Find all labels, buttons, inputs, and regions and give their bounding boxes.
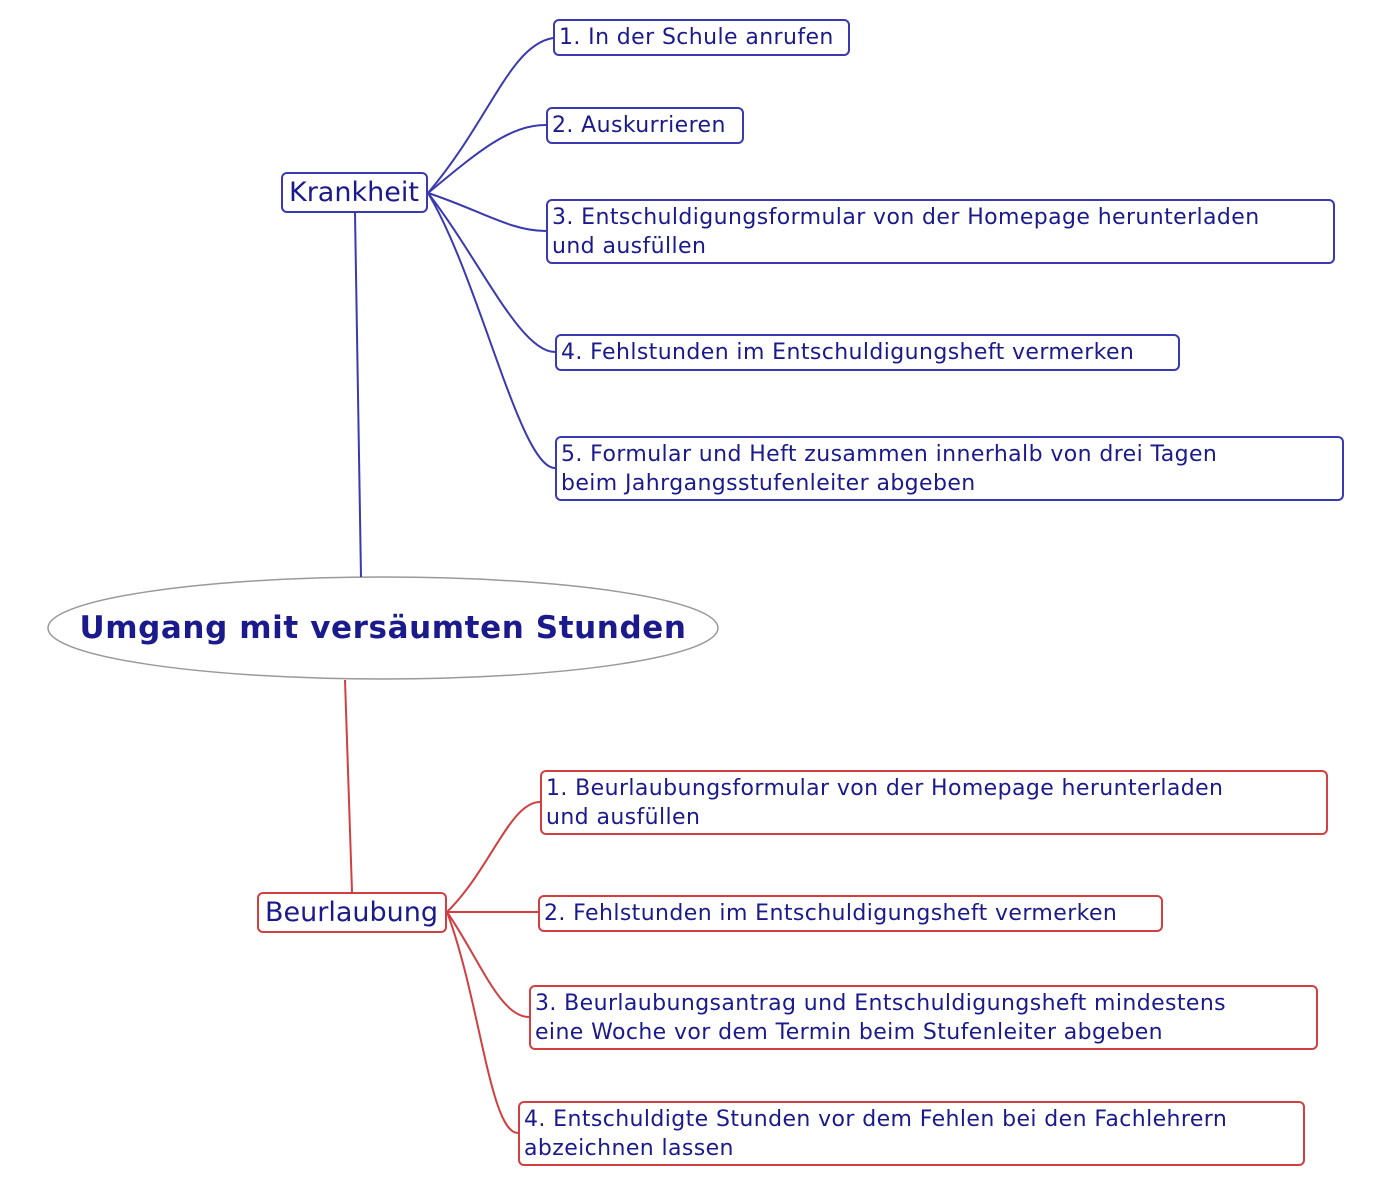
krankheit-item-1: 1. In der Schule anrufen (553, 19, 850, 56)
krankheit-item-2: 2. Auskurrieren (546, 107, 744, 144)
beurlaubung-item-2: 2. Fehlstunden im Entschuldigungsheft ve… (538, 895, 1163, 932)
link-krankheit-1 (427, 37, 554, 194)
krankheit-item-5: 5. Formular und Heft zusammen innerhalb … (555, 436, 1344, 501)
link-krankheit-3 (427, 192, 547, 232)
beurlaubung-item-4: 4. Entschuldigte Stunden vor dem Fehlen … (518, 1101, 1305, 1166)
beurlaubung-item-3: 3. Beurlaubungsantrag und Entschuldigung… (529, 985, 1318, 1050)
central-topic: Umgang mit versäumten Stunden (79, 610, 687, 646)
link-beurlaubung-3 (446, 911, 530, 1018)
krankheit-item-4: 4. Fehlstunden im Entschuldigungsheft ve… (555, 334, 1180, 371)
branch-krankheit: Krankheit (281, 172, 428, 213)
krankheit-item-3: 3. Entschuldigungsformular von der Homep… (546, 199, 1335, 264)
link-krankheit-4 (427, 192, 556, 353)
link-krankheit-5 (427, 192, 556, 469)
link-beurlaubung-1 (446, 801, 541, 913)
link-central-krankheit (354, 212, 362, 578)
branch-beurlaubung: Beurlaubung (257, 892, 447, 933)
link-beurlaubung-4 (446, 911, 519, 1134)
central-topic-ellipse (47, 576, 719, 680)
link-krankheit-2 (427, 124, 547, 194)
link-central-beurlaubung (344, 679, 353, 893)
beurlaubung-item-1: 1. Beurlaubungsformular von der Homepage… (540, 770, 1328, 835)
